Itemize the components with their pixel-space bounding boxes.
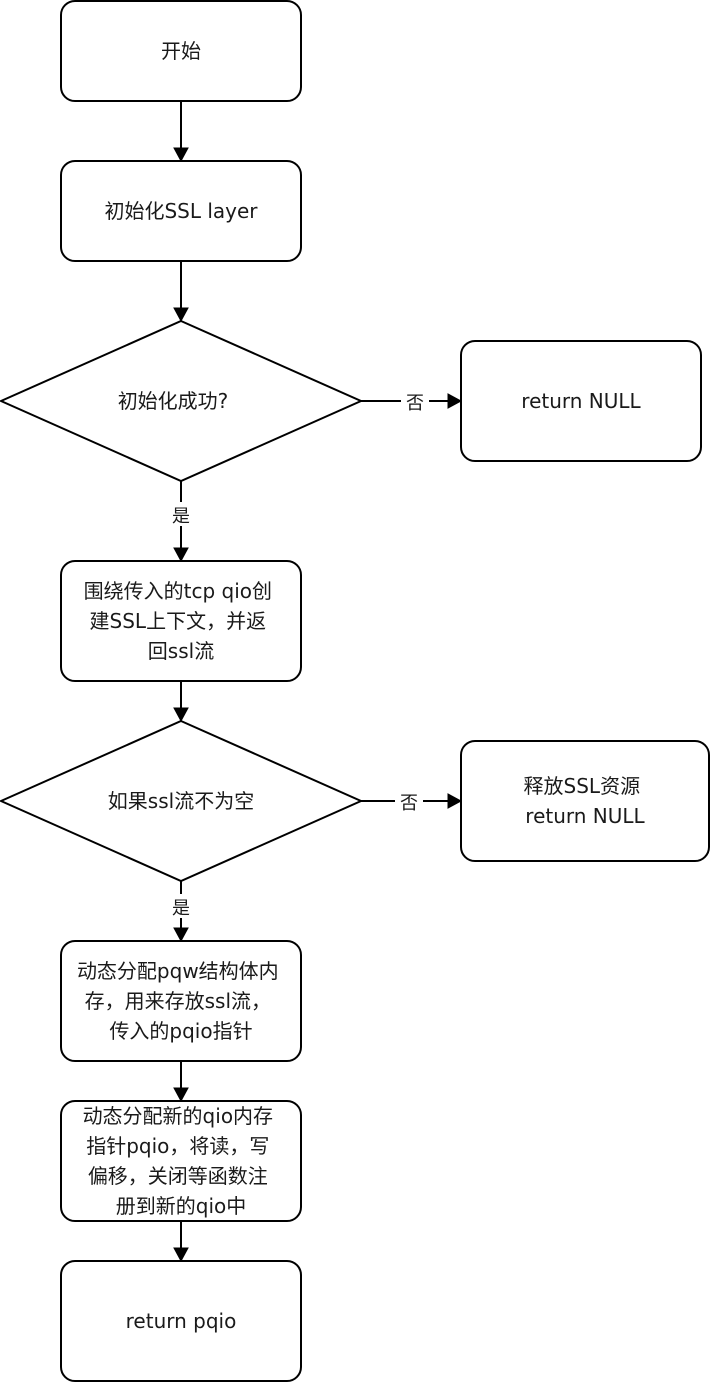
- node-line: 传入的pqio指针: [109, 1019, 252, 1043]
- edge-label-text: 是: [172, 506, 190, 527]
- node-line: return NULL: [521, 389, 641, 413]
- node-alloc-pqw: 动态分配pqw结构体内 存，用来存放ssl流， 传入的pqio指针: [60, 940, 302, 1062]
- edge-label-stream-no: 否: [395, 789, 423, 814]
- node-start-label: 开始: [161, 39, 201, 63]
- node-line: 存，用来存放ssl流，: [85, 989, 271, 1013]
- node-line: 如果ssl流不为空: [108, 789, 254, 813]
- node-stream-not-empty-decision: 如果ssl流不为空: [0, 719, 364, 883]
- edges: [173, 101, 463, 1263]
- node-stream-not-empty-label: 如果ssl流不为空: [108, 789, 254, 813]
- node-line: 开始: [161, 39, 201, 63]
- arrowhead: [173, 307, 189, 323]
- node-return-pqio-label: return pqio: [126, 1309, 237, 1333]
- node-init-success-label: 初始化成功?: [118, 389, 229, 413]
- node-init-ssl-label: 初始化SSL layer: [104, 199, 258, 223]
- edge-label-success-no: 否: [401, 389, 429, 414]
- node-release-ssl: 释放SSL资源 return NULL: [460, 740, 710, 862]
- node-line: return NULL: [525, 804, 645, 828]
- arrowhead: [447, 793, 463, 809]
- arrowhead: [173, 927, 189, 943]
- node-line: 册到新的qio中: [116, 1194, 247, 1218]
- node-line: 指针pqio，将读，写: [86, 1134, 269, 1158]
- node-alloc-qio: 动态分配新的qio内存 指针pqio，将读，写 偏移，关闭等函数注 册到新的qi…: [60, 1100, 302, 1222]
- edge-label-stream-yes: 是: [167, 894, 195, 919]
- edge-label-text: 否: [400, 793, 418, 814]
- node-line: 初始化SSL layer: [104, 199, 258, 223]
- node-init-ssl: 初始化SSL layer: [60, 160, 302, 262]
- arrowhead: [173, 147, 189, 163]
- node-release-ssl-label: 释放SSL资源 return NULL: [524, 774, 647, 828]
- edge-label-text: 是: [172, 898, 190, 919]
- node-line: 动态分配新的qio内存: [83, 1104, 274, 1128]
- node-line: 回ssl流: [148, 639, 214, 663]
- node-create-ssl-context-label: 围绕传入的tcp qio创 建SSL上下文，并返 回ssl流: [84, 579, 279, 663]
- arrowhead: [173, 707, 189, 723]
- node-return-null-label: return NULL: [521, 389, 641, 413]
- edge-label-text: 否: [406, 393, 424, 414]
- node-alloc-pqw-label: 动态分配pqw结构体内 存，用来存放ssl流， 传入的pqio指针: [77, 959, 285, 1043]
- node-init-success-decision: 初始化成功?: [0, 319, 364, 483]
- node-line: 动态分配pqw结构体内: [77, 959, 279, 983]
- node-line: return pqio: [126, 1309, 237, 1333]
- arrowhead: [447, 393, 463, 409]
- node-line: 偏移，关闭等函数注: [88, 1164, 268, 1188]
- node-alloc-qio-label: 动态分配新的qio内存 指针pqio，将读，写 偏移，关闭等函数注 册到新的qi…: [83, 1104, 280, 1218]
- node-create-ssl-context: 围绕传入的tcp qio创 建SSL上下文，并返 回ssl流: [60, 560, 302, 682]
- node-start: 开始: [60, 0, 302, 102]
- arrowhead: [173, 1087, 189, 1103]
- arrowhead: [173, 547, 189, 563]
- node-line: 释放SSL资源: [524, 774, 641, 798]
- edge-labels: 否 是 否 是: [167, 389, 429, 919]
- node-line: 建SSL上下文，并返: [90, 609, 267, 633]
- node-line: 初始化成功?: [118, 389, 229, 413]
- arrowhead: [173, 1247, 189, 1263]
- node-line: 围绕传入的tcp qio创: [84, 579, 272, 603]
- node-return-pqio: return pqio: [60, 1260, 302, 1382]
- node-return-null: return NULL: [460, 340, 702, 462]
- edge-label-success-yes: 是: [167, 502, 195, 527]
